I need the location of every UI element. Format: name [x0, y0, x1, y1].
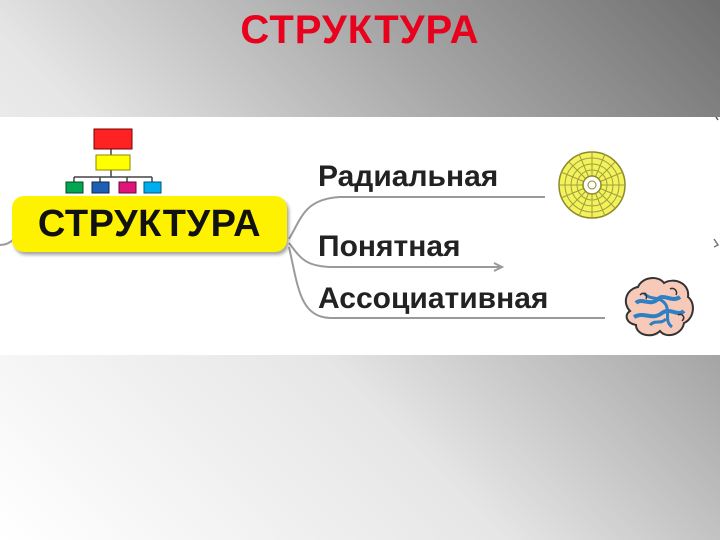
central-topic-box: СТРУКТУРА: [12, 196, 287, 252]
branch-line-associative: [288, 246, 605, 319]
mind-map-panel: СТРУКТУРА Радиальная Понятная Ассоциатив…: [0, 117, 720, 355]
branch-label-radial: Радиальная: [318, 160, 499, 193]
right-edge-mark: [713, 238, 720, 248]
brain-icon: [624, 277, 694, 337]
branch-line-radial: [288, 196, 545, 240]
hierarchy-middle-box: [95, 154, 131, 171]
hierarchy-leaf-green: [65, 181, 84, 194]
hierarchy-top-box: [93, 128, 133, 150]
hierarchy-icon: [65, 128, 162, 194]
radial-pattern-icon: [558, 151, 626, 219]
branch-label-clear: Понятная: [318, 230, 461, 263]
slide-title: СТРУКТУРА: [240, 8, 480, 52]
central-topic-label: СТРУКТУРА: [37, 203, 262, 245]
branch-arrow: [493, 262, 505, 272]
hierarchy-leaf-pink: [118, 181, 137, 194]
branch-line-clear: [288, 242, 500, 268]
mind-map-connectors: [0, 117, 720, 319]
hierarchy-leaf-cyan: [143, 181, 162, 194]
hierarchy-leaf-blue: [91, 181, 110, 194]
branch-label-associative: Ассоциативная: [318, 282, 549, 315]
